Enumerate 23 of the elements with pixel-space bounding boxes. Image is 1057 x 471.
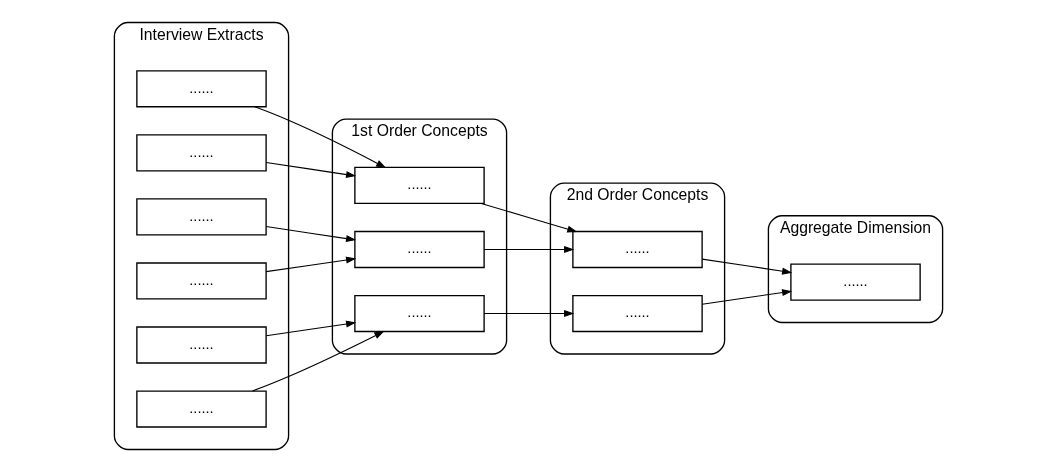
node-box: ...... (354, 166, 485, 204)
node-box: ...... (354, 294, 485, 332)
arrow (480, 202, 578, 232)
node-box: ...... (136, 389, 267, 428)
node-box: ...... (136, 197, 267, 236)
arrow (701, 258, 793, 275)
arrow (265, 161, 357, 178)
arrow (265, 256, 357, 272)
node-box: ...... (572, 230, 703, 268)
node-box: ...... (136, 261, 267, 300)
arrow (701, 288, 793, 305)
node-box: ...... (572, 294, 703, 332)
arrow (251, 330, 385, 392)
node-box: ...... (136, 133, 267, 171)
node-box: ...... (136, 69, 267, 107)
node-box: ...... (354, 230, 485, 268)
arrow (265, 320, 357, 336)
arrow (483, 245, 575, 253)
arrow (254, 105, 387, 168)
arrow (483, 309, 575, 317)
node-box: ...... (790, 262, 921, 301)
arrow (265, 225, 357, 242)
node-box: ...... (136, 325, 267, 364)
